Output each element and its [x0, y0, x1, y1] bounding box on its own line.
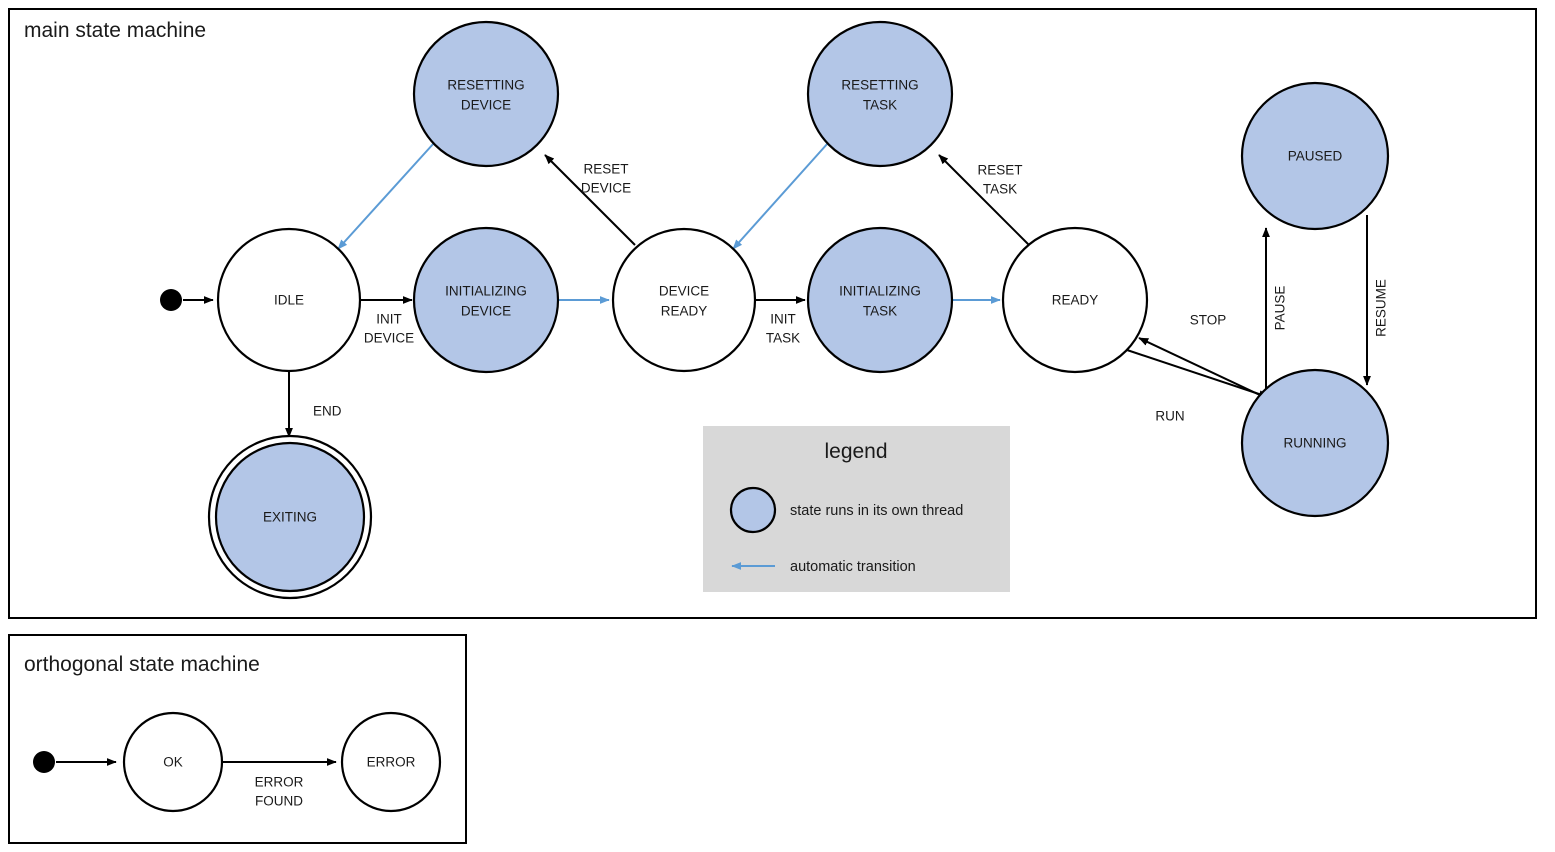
edge-label-reset-task-line1: RESET [977, 163, 1022, 178]
edge-label-init-device-line1: INIT [376, 312, 402, 327]
state-exiting[interactable]: EXITING [207, 434, 373, 600]
state-paused-label: PAUSED [1288, 149, 1343, 164]
edge-label-init-device-line2: DEVICE [364, 331, 414, 346]
state-ok[interactable]: OK [122, 711, 224, 813]
legend-auto-transition-text: automatic transition [790, 559, 916, 575]
main-state-machine-frame: main state machine [8, 8, 1537, 619]
edge-resetting-device-to-idle [337, 142, 435, 250]
edge-label-end: END [313, 404, 342, 419]
state-paused[interactable]: PAUSED [1240, 81, 1390, 231]
edge-running-to-ready [1138, 337, 1263, 397]
legend-thread-state-swatch-icon [729, 486, 777, 534]
state-resetting-device[interactable]: RESETTING DEVICE [412, 20, 560, 168]
main-frame-border [8, 8, 1537, 619]
state-initializing-device-label-line1: INITIALIZING [445, 284, 527, 299]
state-ok-shape[interactable] [122, 711, 224, 813]
edge-label-run: RUN [1155, 409, 1184, 424]
edge-label-reset-device-line2: DEVICE [581, 181, 631, 196]
state-running-shape[interactable] [1240, 368, 1390, 518]
state-paused-shape[interactable] [1240, 81, 1390, 231]
state-resetting-device-label-line1: RESETTING [447, 78, 524, 93]
orthogonal-initial-state-marker [33, 751, 55, 773]
orthogonal-state-machine-frame: orthogonal state machine ERROR FOUND OK … [8, 634, 467, 844]
state-device-ready-shape[interactable] [611, 227, 757, 373]
edge-label-stop: STOP [1190, 313, 1227, 328]
edge-label-error-found-line2: FOUND [255, 794, 303, 809]
state-resetting-task-label-line1: RESETTING [841, 78, 918, 93]
edge-label-pause: PAUSE [1273, 286, 1288, 331]
state-idle[interactable]: IDLE [216, 227, 362, 373]
states-layer: IDLE RESETTING DEVICE INITIALIZING DEVIC… [160, 20, 1390, 600]
state-error[interactable]: ERROR [340, 711, 442, 813]
state-device-ready-label-line2: READY [661, 304, 708, 319]
state-resetting-task[interactable]: RESETTING TASK [806, 20, 954, 168]
edge-label-init-task-line2: TASK [766, 331, 800, 346]
state-ok-label: OK [163, 755, 183, 770]
state-error-shape[interactable] [340, 711, 442, 813]
state-resetting-task-shape[interactable] [806, 20, 954, 168]
state-idle-shape[interactable] [216, 227, 362, 373]
edge-device-ready-to-resetting-device [544, 154, 636, 246]
state-initializing-task[interactable]: INITIALIZING TASK [806, 226, 954, 374]
state-idle-label: IDLE [274, 293, 304, 308]
state-exiting-shape[interactable] [214, 441, 366, 593]
legend: legend state runs in its own thread auto… [703, 426, 1010, 592]
state-device-ready-label-line1: DEVICE [659, 284, 709, 299]
main-frame-title: main state machine [24, 19, 206, 42]
state-ready-label: READY [1052, 293, 1099, 308]
edge-label-resume: RESUME [1374, 279, 1389, 337]
legend-thread-state-text: state runs in its own thread [790, 503, 963, 519]
state-error-label: ERROR [367, 755, 416, 770]
edge-resetting-task-to-device-ready [732, 142, 829, 250]
legend-title: legend [824, 440, 887, 463]
state-initializing-task-shape[interactable] [806, 226, 954, 374]
state-initializing-device-shape[interactable] [412, 226, 560, 374]
orthogonal-frame-title: orthogonal state machine [24, 653, 260, 676]
edge-label-init-task-line1: INIT [770, 312, 796, 327]
state-resetting-task-label-line2: TASK [863, 98, 897, 113]
state-running[interactable]: RUNNING [1240, 368, 1390, 518]
state-initializing-task-label-line2: TASK [863, 304, 897, 319]
transitions-layer: INIT DEVICE END RESET DEVICE INIT TASK R… [183, 142, 1389, 438]
state-running-label: RUNNING [1284, 436, 1347, 451]
edge-label-reset-device-line1: RESET [583, 162, 628, 177]
edge-label-error-found-line1: ERROR [255, 775, 304, 790]
edge-label-reset-task-line2: TASK [983, 182, 1017, 197]
state-device-ready[interactable]: DEVICE READY [611, 227, 757, 373]
state-ready-shape[interactable] [1001, 226, 1149, 374]
state-resetting-device-shape[interactable] [412, 20, 560, 168]
state-exiting-label: EXITING [263, 510, 317, 525]
orthogonal-frame-border [8, 634, 467, 844]
state-initializing-device[interactable]: INITIALIZING DEVICE [412, 226, 560, 374]
edge-ready-to-resetting-task [938, 154, 1030, 246]
state-initializing-device-label-line2: DEVICE [461, 304, 511, 319]
initial-state-marker [160, 289, 182, 311]
state-initializing-task-label-line1: INITIALIZING [839, 284, 921, 299]
state-resetting-device-label-line2: DEVICE [461, 98, 511, 113]
state-ready[interactable]: READY [1001, 226, 1149, 374]
edge-ready-to-running [1126, 349, 1269, 398]
